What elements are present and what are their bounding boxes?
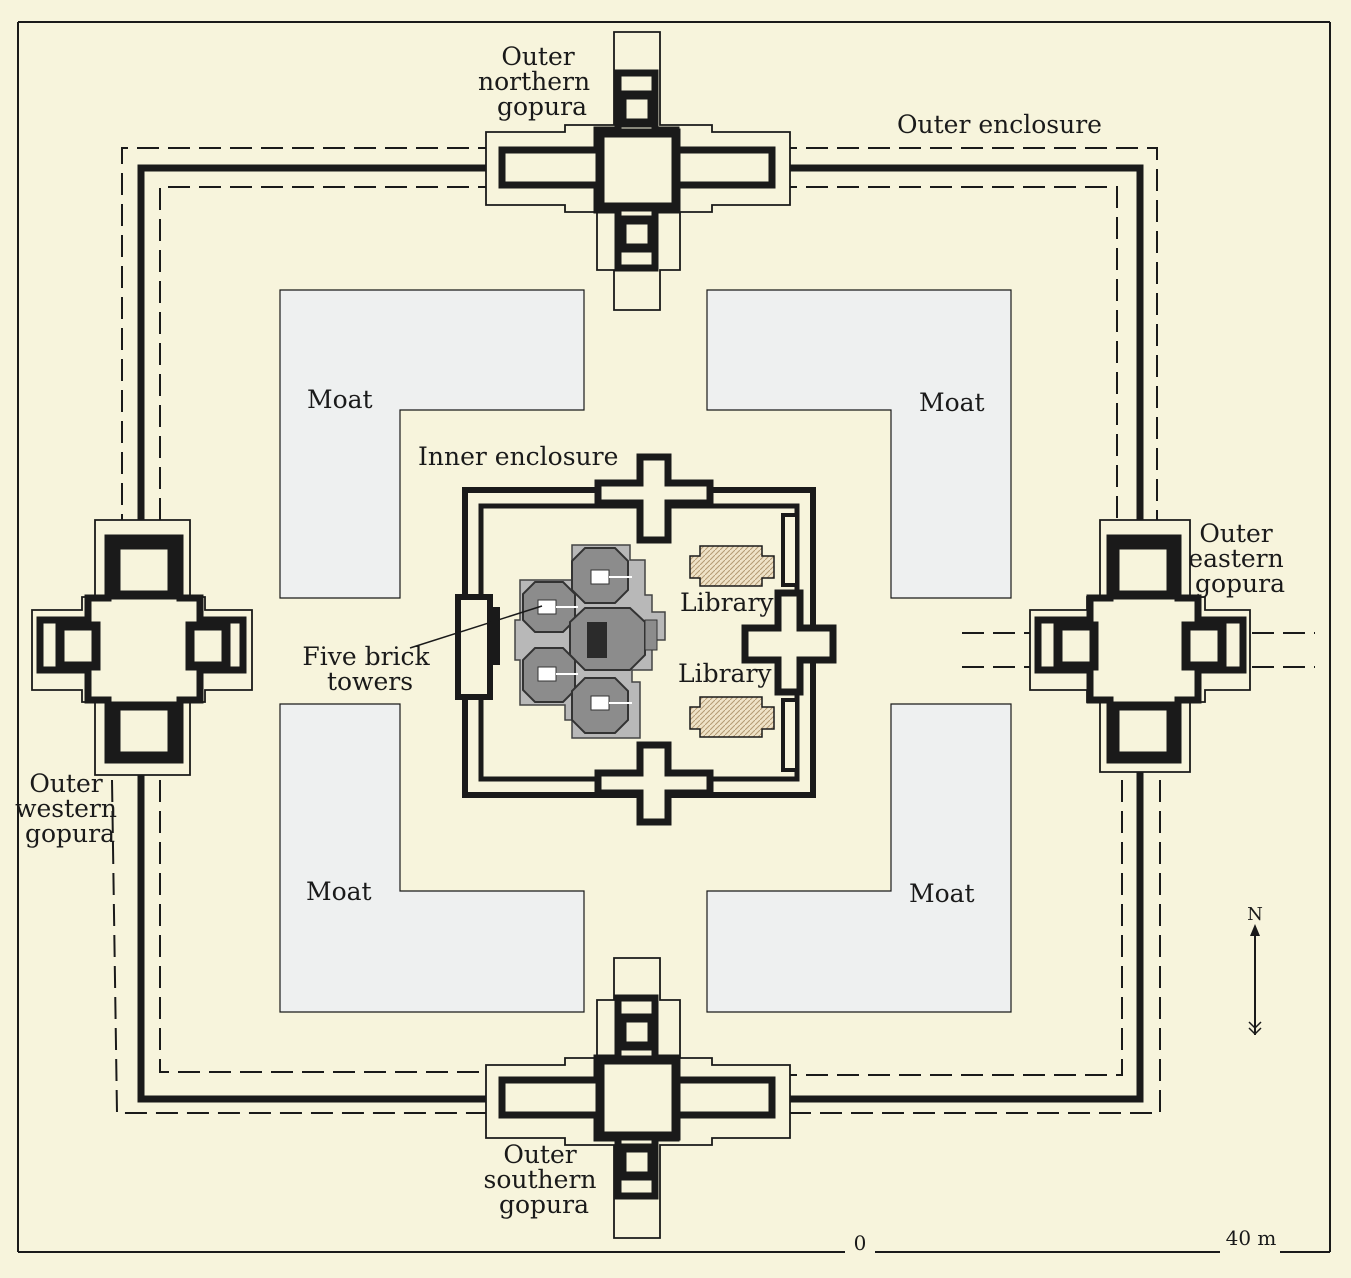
library-south-label: Library [678,659,772,688]
moat-sw-label: Moat [306,877,372,906]
scale-start-label: 0 [854,1231,867,1255]
outer-southern-gopura [485,957,791,1239]
library-north-shape [689,545,775,587]
moat-nw [279,289,585,599]
outer-northern-gopura-label: Outer northern gopura [478,42,598,121]
outer-enclosure-wall [111,147,1315,1114]
moat-ne-label: Moat [919,388,985,417]
five-brick-towers-label: Five brick towers [302,642,437,696]
labels: Outer northern gopura Outer enclosure Mo… [15,42,1291,1255]
scale-end-label: 40 m [1226,1226,1277,1250]
inner-enclosure-label: Inner enclosure [418,442,618,471]
library-north-label: Library [680,588,774,617]
tower-central [569,607,646,671]
moat-sw [279,703,585,1013]
five-brick-towers [514,544,666,739]
outer-enclosure-label: Outer enclosure [897,110,1102,139]
page-frame [17,21,1331,1253]
moat-se [706,703,1012,1013]
libraries [689,545,775,738]
moat-ne [706,289,1012,599]
outer-northern-gopura [485,31,791,311]
moats [279,289,1012,1013]
north-arrow-icon [1248,924,1262,1036]
outer-western-gopura-label: Outer western gopura [15,769,125,848]
tower-central-cella [587,622,607,658]
outer-southern-gopura-label: Outer southern gopura [484,1140,605,1219]
outer-eastern-gopura-label: Outer eastern gopura [1188,519,1291,598]
outer-western-gopura [31,519,253,776]
north-arrow-label: N [1247,904,1263,925]
five-brick-towers-leader [409,605,543,649]
library-south-shape [689,696,775,738]
moat-nw-label: Moat [307,385,373,414]
outer-eastern-gopura [1029,519,1251,773]
moat-se-label: Moat [909,879,975,908]
inner-enclosure [455,453,837,826]
